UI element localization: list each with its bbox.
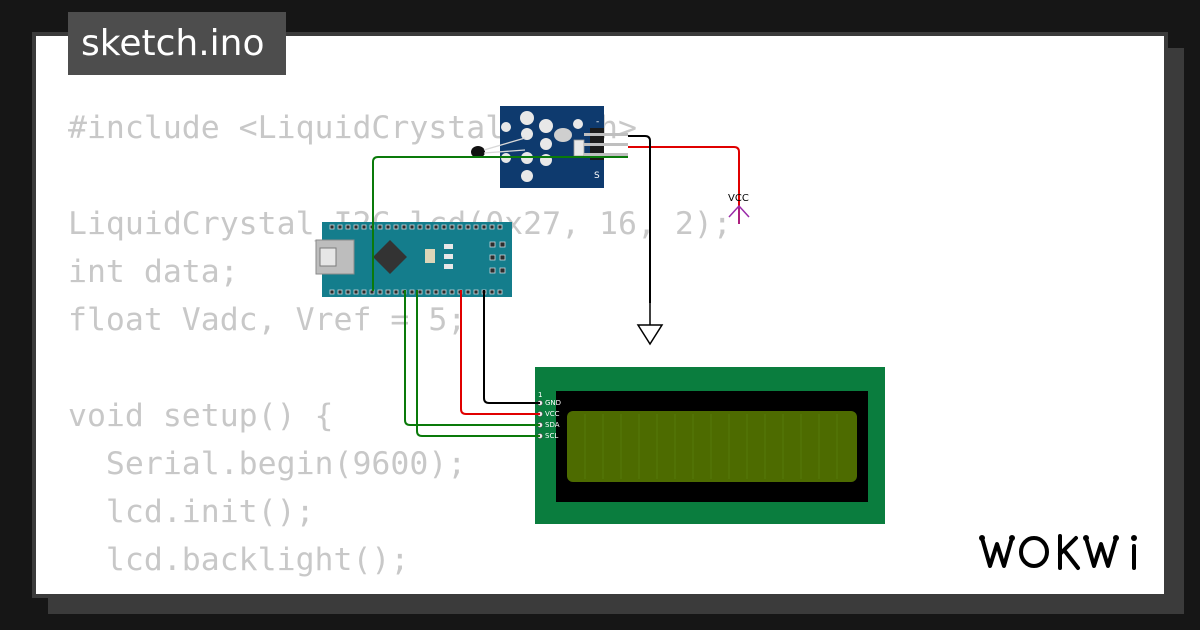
wokwi-logo bbox=[979, 534, 1137, 570]
arduino-nano[interactable] bbox=[315, 222, 512, 297]
wire-sensor-vcc[interactable] bbox=[628, 146, 740, 224]
temperature-sensor-module[interactable]: S - bbox=[471, 106, 628, 188]
code-line: void setup() { bbox=[68, 398, 334, 434]
code-line: lcd.backlight(); bbox=[68, 542, 410, 578]
file-name: sketch.ino bbox=[81, 23, 265, 64]
lcd-pin-label-sda: SDA bbox=[545, 421, 560, 429]
lcd-pin-label-vcc: VCC bbox=[545, 410, 560, 418]
lcd-pin-one-label: 1 bbox=[538, 391, 542, 399]
lcd-1602-display[interactable]: 1 GND VCC SDA SCL bbox=[535, 367, 885, 524]
lcd-pin-label-scl: SCL bbox=[545, 432, 558, 440]
vcc-marker: VCC bbox=[728, 193, 750, 224]
code-line: lcd.print("Data"); bbox=[68, 584, 732, 594]
wire-sensor-signal[interactable] bbox=[372, 156, 628, 291]
lcd-character-grid bbox=[584, 414, 838, 479]
arduino-icsp-header bbox=[489, 241, 506, 274]
code-line: lcd.init(); bbox=[68, 494, 315, 530]
ground-symbol bbox=[636, 303, 664, 346]
vcc-label: VCC bbox=[728, 193, 749, 204]
lcd-pin-label-gnd: GND bbox=[545, 399, 561, 407]
file-name-tab[interactable]: sketch.ino bbox=[68, 12, 286, 75]
circuit-diagram: S - 1 GND VCC SDA SCL bbox=[315, 106, 885, 524]
thermistor bbox=[471, 146, 485, 158]
wire-lcd-scl[interactable] bbox=[416, 290, 540, 437]
arduino-top-pins bbox=[329, 224, 503, 230]
code-line: int data; bbox=[68, 254, 239, 290]
sensor-signal-label: S bbox=[594, 171, 600, 181]
code-line: Serial.begin(9600); bbox=[68, 446, 467, 482]
wire-lcd-sda[interactable] bbox=[404, 290, 540, 426]
wire-lcd-vcc[interactable] bbox=[460, 290, 540, 415]
wire-lcd-gnd[interactable] bbox=[483, 290, 540, 404]
code-line: float Vadc, Vref = 5; bbox=[68, 302, 467, 338]
project-card[interactable]: #include <LiquidCrystal_I2C.h>LiquidCrys… bbox=[32, 32, 1168, 598]
sensor-minus-label: - bbox=[596, 117, 599, 127]
wire-sensor-gnd[interactable] bbox=[628, 135, 651, 303]
